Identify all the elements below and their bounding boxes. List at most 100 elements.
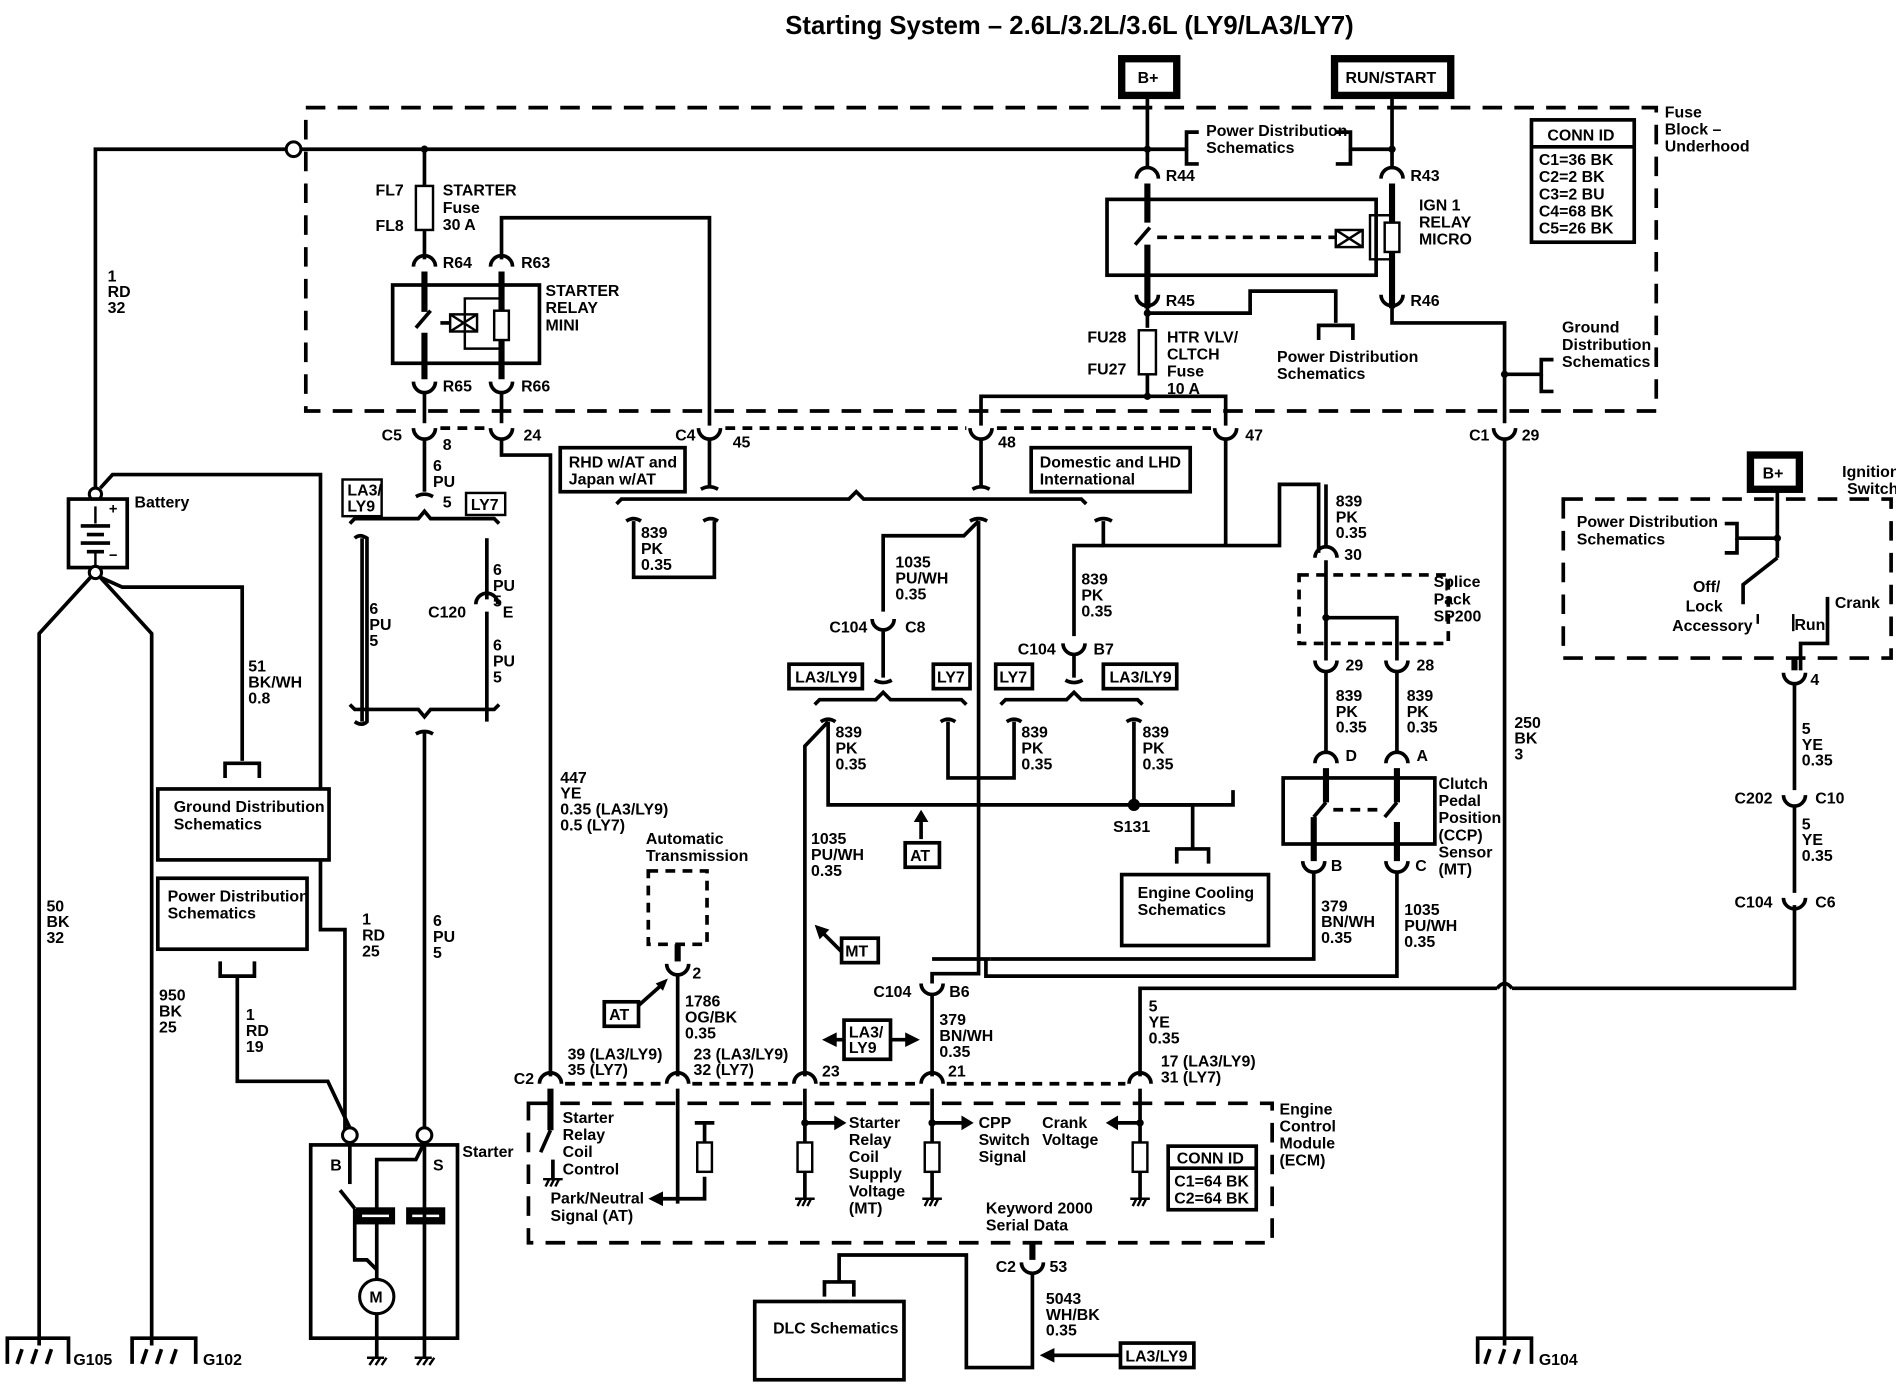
schematic-label: Voltage xyxy=(1042,1132,1098,1149)
wire-segment xyxy=(631,521,717,580)
wire-segment xyxy=(488,381,515,395)
ground-distribution-link-fuse[interactable]: Ground xyxy=(1562,320,1619,337)
schematic-label: Schematics xyxy=(1577,531,1665,548)
schematic-label: Fuse xyxy=(443,200,480,217)
schematic-label: C2=64 BK xyxy=(1174,1191,1249,1208)
schematic-label: R65 xyxy=(443,378,472,395)
engine-cooling-schematics-link[interactable]: Engine Cooling Schematics xyxy=(1119,872,1271,948)
schematic-label: Accessory xyxy=(1672,618,1753,635)
schematic-label: PK xyxy=(1021,740,1044,757)
schematic-label: 51 xyxy=(248,659,266,676)
dlc-schematics-link[interactable]: DLC Schematics xyxy=(752,1299,906,1382)
schematic-label: G104 xyxy=(1539,1352,1578,1369)
schematic-label: Sensor xyxy=(1439,844,1493,861)
wire-segment xyxy=(1335,228,1364,249)
schematic-label: 23 (LA3/LY9) xyxy=(694,1046,789,1063)
schematic-label: R66 xyxy=(521,378,550,395)
schematic-label: 45 xyxy=(733,435,751,452)
clutch-pedal-position-sensor xyxy=(1281,768,1437,862)
wire-segment xyxy=(822,1280,856,1297)
schematic-label: 24 xyxy=(524,427,542,444)
power-distribution-link-mid[interactable]: Power Distribution xyxy=(1277,349,1418,366)
wire-segment xyxy=(537,1070,564,1084)
schematic-label: R45 xyxy=(1166,293,1195,310)
schematic-label: 0.35 xyxy=(1336,525,1367,542)
power-distribution-link-top[interactable]: Power Distribution xyxy=(1206,123,1347,140)
schematic-label: HTR VLV/ xyxy=(1167,329,1239,346)
schematic-label: Relay xyxy=(849,1132,892,1149)
wire-segment xyxy=(492,309,511,342)
wire-segment xyxy=(1312,801,1328,819)
schematic-label: LA3/ xyxy=(347,482,382,499)
schematic-label: S131 xyxy=(1113,819,1150,836)
wire-segment xyxy=(1125,717,1143,724)
wire-segment xyxy=(499,437,553,1077)
wire-segment xyxy=(1131,1141,1149,1174)
wire-segment xyxy=(1212,427,1239,441)
schematic-label: 0.35 xyxy=(1407,720,1438,737)
schematic-label: C4=68 BK xyxy=(1539,204,1614,221)
schematic-label: 50 xyxy=(46,898,64,915)
power-distribution-schematics-link-left[interactable]: Power Distribution Schematics xyxy=(155,876,309,952)
ignition-switch-label: Ignition xyxy=(1842,464,1896,481)
schematic-label: SP200 xyxy=(1434,608,1482,625)
schematic-label: Position xyxy=(1439,810,1502,827)
ignition-switch xyxy=(1561,497,1893,660)
wire-segment xyxy=(411,427,438,441)
wire-segment xyxy=(792,1070,818,1084)
schematic-label: Schematics xyxy=(174,816,262,833)
wire-segment xyxy=(1384,660,1410,674)
wire-segment xyxy=(1134,294,1161,308)
schematic-label: 32 xyxy=(108,300,126,317)
schematic-label: S xyxy=(433,1158,444,1175)
wire-segment xyxy=(1724,521,1778,541)
schematic-label: + xyxy=(109,502,118,518)
wire-segment xyxy=(1133,226,1152,246)
wire-segment xyxy=(218,961,257,978)
wire-segment xyxy=(1133,803,1195,849)
schematic-label: B+ xyxy=(1138,70,1159,87)
wire-segment xyxy=(1529,118,1637,245)
schematic-label: G105 xyxy=(73,1352,112,1369)
schematic-label: 839 xyxy=(1021,725,1048,742)
schematic-label: PK xyxy=(641,541,664,558)
wire-segment xyxy=(822,1032,837,1048)
wire-segment xyxy=(414,492,434,499)
schematic-label: R46 xyxy=(1410,293,1439,310)
wire-segment xyxy=(1134,165,1161,179)
wire-segment xyxy=(37,576,92,1346)
option-tag-la3ly9-right: LA3/LY9 xyxy=(1101,662,1179,691)
ground-distribution-schematics-link[interactable]: Ground Distribution Schematics xyxy=(155,787,331,862)
wire-segment xyxy=(939,717,957,724)
schematic-label: Relay xyxy=(563,1127,606,1144)
wire-segment xyxy=(1724,538,1739,555)
schematic-label: PK xyxy=(1336,704,1359,721)
schematic-label: Crank xyxy=(1835,595,1880,612)
schematic-label: Japan w/AT xyxy=(569,471,656,488)
schematic-label: 17 (LA3/LY9) xyxy=(1161,1054,1256,1071)
schematic-label: 19 xyxy=(246,1039,264,1056)
schematic-label: 6 xyxy=(493,562,502,579)
fuse-block-conn-id: CONN ID C1=36 BK C2=2 BK C3=2 BU C4=68 B… xyxy=(1529,118,1637,245)
schematic-label: 32 (LY7) xyxy=(694,1062,754,1079)
ignition-switch-contact xyxy=(1741,556,1779,605)
wire-segment xyxy=(1005,717,1023,724)
fuse-block-label: Fuse xyxy=(1665,104,1702,121)
wire-segment xyxy=(488,427,515,441)
wire-segment xyxy=(340,1126,359,1144)
wire-segment xyxy=(1147,289,1338,323)
wire-segment xyxy=(1335,130,1393,152)
wire-segment xyxy=(842,1018,893,1062)
schematic-label: 4 xyxy=(1810,672,1819,689)
schematic-label: Transmission xyxy=(646,848,748,865)
schematic-label: 0.35 xyxy=(1321,930,1352,947)
schematic-label: Pack xyxy=(1434,591,1471,608)
schematic-label: MT xyxy=(845,944,868,961)
schematic-label: RD xyxy=(108,284,131,301)
wire-segment xyxy=(615,489,1088,506)
schematic-label: B6 xyxy=(949,984,969,1001)
schematic-label: 0.35 xyxy=(895,586,926,603)
power-distribution-link-ign[interactable]: Power Distribution xyxy=(1577,514,1718,531)
wire-segment xyxy=(488,253,515,267)
